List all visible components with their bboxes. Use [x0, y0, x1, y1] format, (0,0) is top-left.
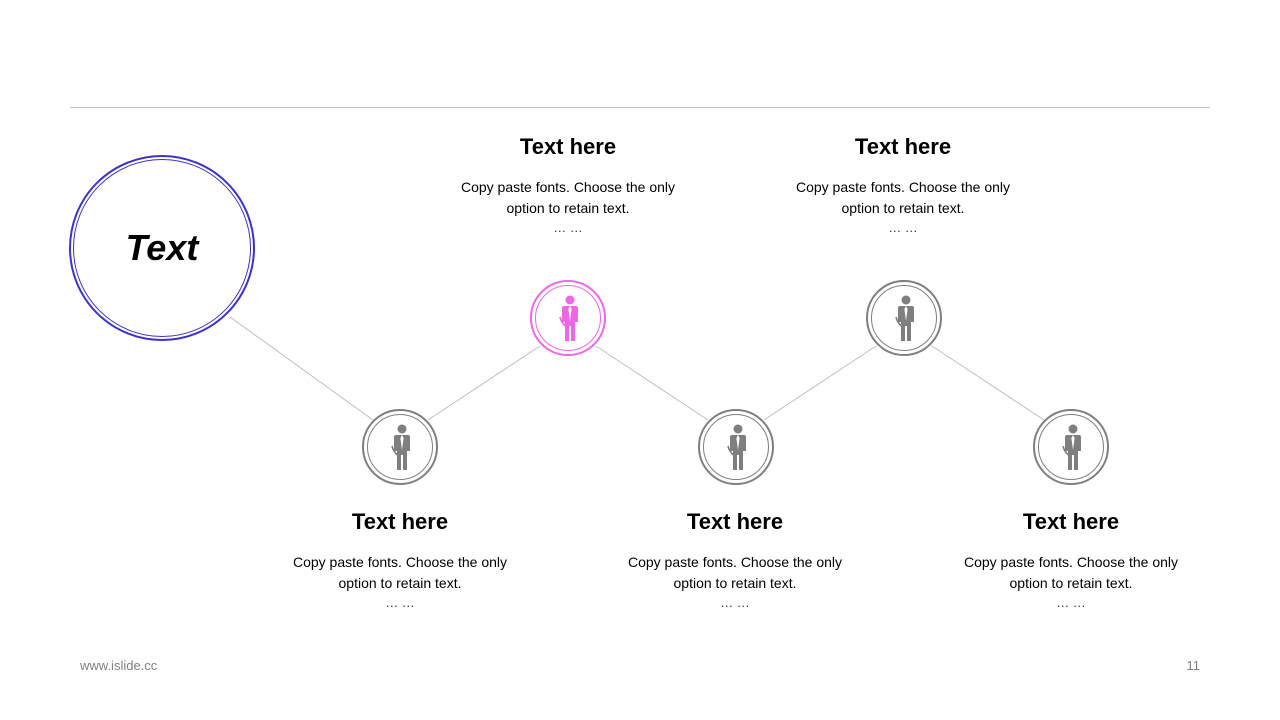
step-3-node	[698, 409, 774, 485]
businessman-icon	[895, 295, 914, 341]
step-ellipsis: … …	[888, 220, 918, 235]
main-label: Text	[125, 227, 199, 268]
step-5-node	[1033, 409, 1109, 485]
businessman-icon	[727, 424, 746, 470]
step-ellipsis: … …	[720, 595, 750, 610]
connector-line	[763, 345, 877, 421]
step-4-node	[866, 280, 942, 356]
step-description: option to retain text.	[1009, 575, 1133, 591]
connector-line	[595, 345, 709, 421]
step-description: option to retain text.	[338, 575, 462, 591]
main-circle: Text	[69, 155, 255, 341]
businessman-icon	[1062, 424, 1081, 470]
step-2-text-block: Text here Copy paste fonts. Choose the o…	[438, 134, 698, 237]
connector-line	[229, 316, 374, 421]
step-description: option to retain text.	[841, 200, 965, 216]
step-description: Copy paste fonts. Choose the only	[627, 554, 843, 570]
step-title: Text here	[1022, 509, 1120, 534]
step-description: Copy paste fonts. Choose the only	[460, 179, 676, 195]
step-title: Text here	[686, 509, 784, 534]
step-ellipsis: … …	[385, 595, 415, 610]
step-ellipsis: … …	[553, 220, 583, 235]
step-title: Text here	[854, 134, 952, 159]
step-description: option to retain text.	[673, 575, 797, 591]
step-description: option to retain text.	[506, 200, 630, 216]
page-number: 11	[1186, 658, 1201, 673]
step-description: Copy paste fonts. Choose the only	[795, 179, 1011, 195]
footer-website: www.islide.cc	[80, 658, 158, 673]
step-description: Copy paste fonts. Choose the only	[963, 554, 1179, 570]
step-title: Text here	[351, 509, 449, 534]
step-5-text-block: Text here Copy paste fonts. Choose the o…	[941, 509, 1201, 612]
top-divider	[70, 107, 1210, 108]
step-ellipsis: … …	[1056, 595, 1086, 610]
step-title: Text here	[519, 134, 617, 159]
businessman-icon	[559, 295, 578, 341]
connector-line	[427, 345, 541, 421]
step-2-node	[530, 280, 606, 356]
step-1-text-block: Text here Copy paste fonts. Choose the o…	[270, 509, 530, 612]
step-1-node	[362, 409, 438, 485]
step-4-text-block: Text here Copy paste fonts. Choose the o…	[773, 134, 1033, 237]
connector-line	[931, 345, 1045, 421]
businessman-icon	[391, 424, 410, 470]
step-description: Copy paste fonts. Choose the only	[292, 554, 508, 570]
step-3-text-block: Text here Copy paste fonts. Choose the o…	[605, 509, 865, 612]
